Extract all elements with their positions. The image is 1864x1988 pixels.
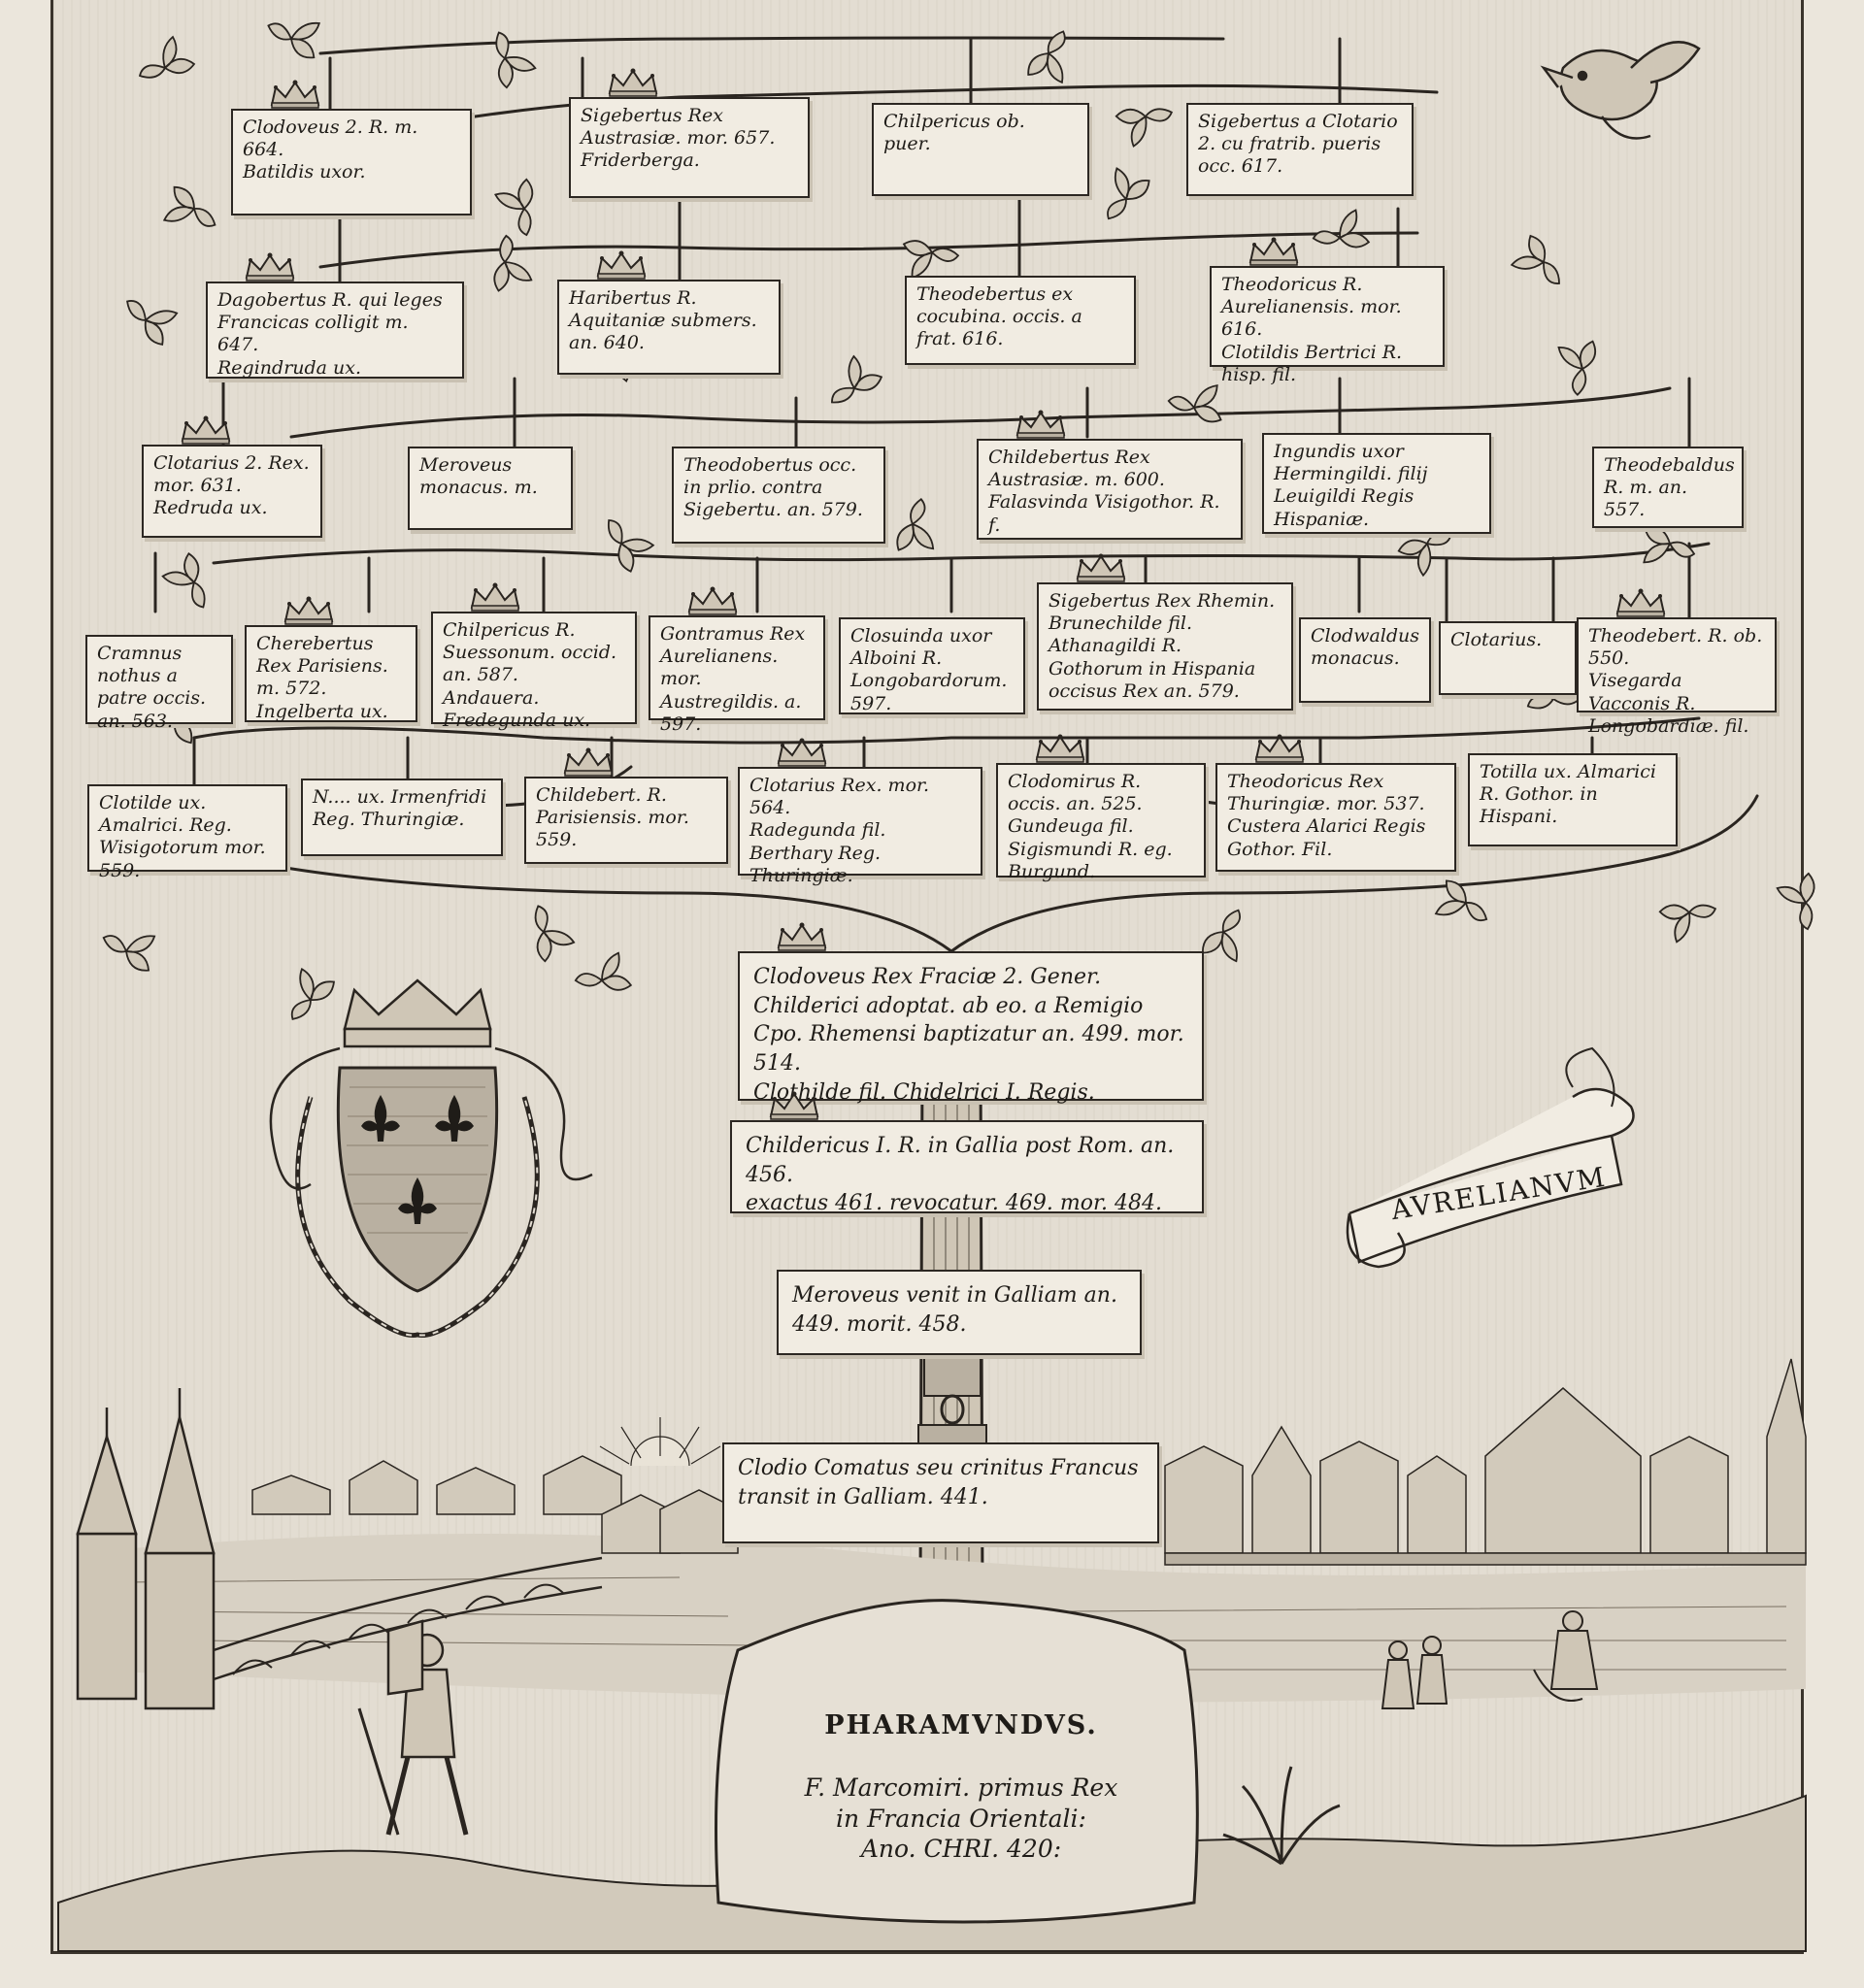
leaf-icon — [1658, 904, 1717, 944]
leaf-icon — [1115, 108, 1174, 148]
leaf-icon — [138, 35, 196, 79]
tree-node-theodoricus-aurel: Theodoricus R. Aurelianensis. mor. 616. … — [1210, 266, 1445, 385]
leaf-icon — [1027, 30, 1066, 84]
leaf-icon — [896, 498, 935, 551]
founder-description: F. Marcomiri. primus Rex in Francia Orie… — [804, 1773, 1118, 1863]
tree-node-ingundis: Ingundis uxor Hermingildi. filij Leuigil… — [1262, 433, 1491, 534]
tree-node-totilla: Totilla ux. Almarici R. Gothor. in Hispa… — [1468, 753, 1678, 846]
castle-tower-icon — [76, 1388, 216, 1710]
tree-node-cherebertus: Cherebertus Rex Parisiens. m. 572. Ingel… — [245, 625, 417, 722]
tree-node-clodwaldus: Clodwaldus monacus. — [1299, 617, 1431, 703]
tree-node-theodebaldus: Theodebaldus R. m. an. 557. — [1592, 447, 1744, 528]
leaf-icon — [493, 234, 533, 292]
tree-node-clotarius2: Clotarius 2. Rex. mor. 631. Redruda ux. — [142, 445, 322, 538]
crown-icon — [1615, 588, 1666, 617]
tree-node-chilpericus-puer: Chilpericus ob. puer. — [872, 103, 1089, 196]
leaf-icon — [1557, 340, 1596, 396]
crown-icon — [470, 582, 520, 612]
tree-node-clotarius-564: Clotarius Rex. mor. 564. Radegunda fil. … — [738, 767, 982, 886]
leaf-icon — [534, 905, 576, 963]
tree-node-clodoveus2: Clodoveus 2. R. m. 664. Batildis uxor. — [231, 109, 472, 215]
leaf-icon — [607, 519, 655, 573]
tree-node-gontramus: Gontramus Rex Aurelianens. mor. Austregi… — [649, 615, 825, 735]
leaf-icon — [494, 178, 534, 237]
tree-node-childebert-paris: Childebert. R. Parisiensis. mor. 559. — [524, 777, 728, 864]
leaf-icon — [102, 935, 156, 972]
crown-icon — [1015, 410, 1066, 439]
tree-node-sigebertus-austr: Sigebertus Rex Austrasiæ. mor. 657. Frid… — [569, 97, 810, 198]
crown-icon — [563, 747, 614, 777]
pedestal-rock — [715, 1599, 1199, 1924]
leaf-icon — [1167, 384, 1222, 423]
tree-node-dagobertus: Dagobertus R. qui leges Francicas collig… — [206, 282, 464, 379]
tree-node-sigebertus-clotario: Sigebertus a Clotario 2. cu fratrib. pue… — [1186, 103, 1414, 196]
leaf-icon — [1434, 879, 1488, 922]
tree-node-clotarius: Clotarius. — [1439, 621, 1577, 695]
crown-icon — [1248, 237, 1299, 266]
fleur-de-lis-icon — [361, 1095, 474, 1224]
tree-node-theodebertus-616: Theodebertus ex cocubina. occis. a frat.… — [905, 276, 1136, 365]
tree-node-clotilde: Clotilde ux. Amalrici. Reg. Wisigotorum … — [87, 784, 287, 881]
tree-node-sigebertus-rhemin: Sigebertus Rex Rhemin. Brunechilde fil. … — [1037, 582, 1293, 711]
founder-name: PHARAMVNDVS. — [824, 1710, 1098, 1741]
tree-node-theodobertus-579: Theodobertus occ. in prlio. contra Sigeb… — [672, 447, 885, 544]
tree-node-chilpericus-suesso: Chilpericus R. Suessonum. occid. an. 587… — [431, 612, 637, 731]
tree-node-clodomirus: Clodomirus R. occis. an. 525. Gundeuga f… — [996, 763, 1206, 882]
crown-icon — [608, 68, 658, 97]
tree-node-n-ux: N.... ux. Irmenfridi Reg. Thuringiæ. — [301, 779, 503, 856]
crown-icon — [181, 415, 231, 445]
tree-node-clodoveus-rex: Clodoveus Rex Fraciæ 2. Gener. Childeric… — [738, 951, 1204, 1105]
crown-icon — [777, 738, 827, 767]
sun-icon — [599, 1417, 721, 1467]
crown-icon — [1035, 734, 1085, 763]
crown-icon — [283, 596, 334, 625]
leaf-icon — [495, 31, 537, 89]
leaf-icon — [1312, 209, 1371, 248]
tree-node-theodoricus-thur: Theodoricus Rex Thuringiæ. mor. 537. Cus… — [1215, 763, 1456, 872]
leaf-icon — [126, 300, 179, 346]
tree-node-meroveus: Meroveus venit in Galliam an. 449. morit… — [777, 1270, 1142, 1355]
leaf-icon — [161, 552, 206, 609]
tree-node-cramnus: Cramnus nothus a patre occis. an. 563. — [85, 635, 233, 732]
leaf-icon — [1776, 872, 1815, 931]
traveler-figure-icon — [357, 1619, 469, 1836]
crown-icon — [1254, 734, 1305, 763]
tree-node-childebertus-austr: Childebertus Rex Austrasiæ. m. 600. Fala… — [977, 439, 1243, 540]
leaf-icon — [267, 21, 321, 59]
leaf-icon — [831, 354, 883, 404]
crown-icon — [245, 252, 295, 282]
leaf-icon — [1107, 167, 1150, 220]
pedestal-inscription: PHARAMVNDVS. F. Marcomiri. primus Rex in… — [738, 1679, 1184, 1864]
crown-icon — [777, 922, 827, 951]
town-skyline-icon — [1164, 1358, 1807, 1566]
tree-node-theodebert-550: Theodebert. R. ob. 550. Visegarda Vaccon… — [1577, 617, 1777, 737]
tree-node-clodio: Clodio Comatus seu crinitus Francus tran… — [722, 1442, 1159, 1543]
crown-icon — [687, 586, 738, 615]
crown-icon — [1076, 553, 1126, 582]
crown-icon — [596, 250, 647, 280]
leaf-icon — [290, 967, 335, 1020]
leaf-icon — [162, 185, 216, 227]
tree-node-closuinda: Closuinda uxor Alboini R. Longobardorum.… — [839, 617, 1025, 714]
leaf-icon — [574, 951, 633, 991]
leaf-icon — [1643, 526, 1696, 564]
crown-icon — [769, 1091, 819, 1120]
crown-icon — [270, 80, 320, 109]
trunk-ring — [940, 1394, 965, 1425]
tree-node-meroveus-monacus: Meroveus monacus. m. — [408, 447, 573, 530]
town-skyline-icon — [251, 1455, 739, 1554]
leaf-icon — [1510, 234, 1560, 284]
tree-node-haribertus: Haribertus R. Aquitaniæ submers. an. 640… — [557, 280, 781, 375]
tree-node-childericus: Childericus I. R. in Gallia post Rom. an… — [730, 1120, 1204, 1215]
